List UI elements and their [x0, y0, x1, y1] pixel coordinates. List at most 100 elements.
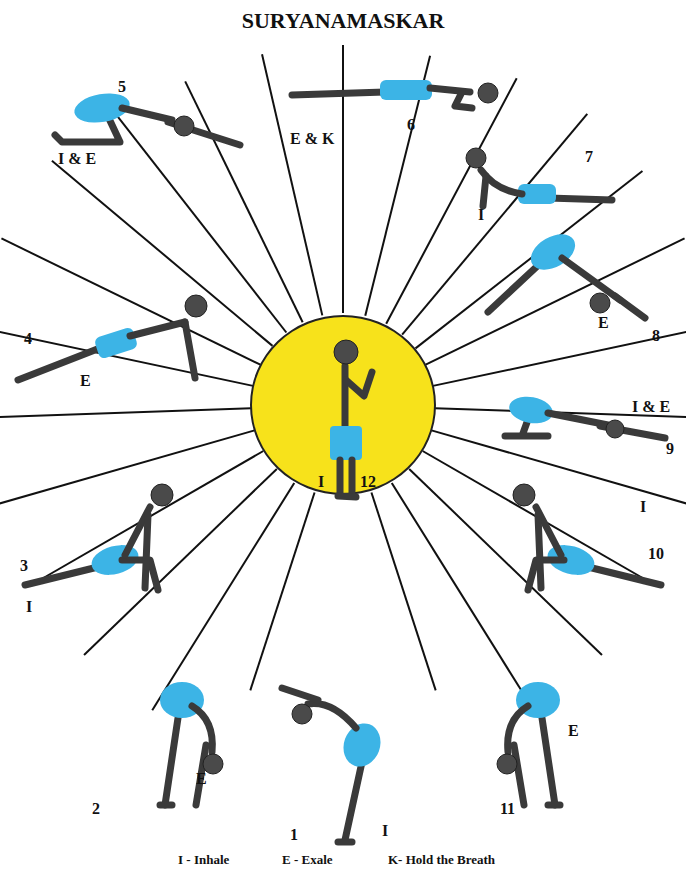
- legend-key: I - Inhale: [178, 852, 229, 868]
- ray-group-part: [1, 238, 260, 364]
- callout-number: 3: [20, 557, 28, 575]
- pose-figure: [18, 295, 207, 380]
- pose-figure-part: [192, 706, 212, 752]
- pose-figure-part: [584, 566, 661, 585]
- ray-group-part: [431, 430, 686, 504]
- diagram-title: SURYANAMASKAR: [0, 8, 686, 34]
- pose-figure-part: [338, 839, 352, 846]
- pose-figure-part: [615, 296, 645, 318]
- ray-group-part: [402, 114, 587, 335]
- pose-figure-part: [518, 184, 556, 204]
- legend-key: K- Hold the Breath: [388, 852, 495, 868]
- pose-figure-part: [122, 560, 158, 590]
- pose-figure-part: [514, 745, 524, 805]
- pose-figure-part: [483, 176, 486, 206]
- ray-group-part: [409, 469, 602, 655]
- ray-group-part: [31, 451, 263, 585]
- callout-number: 7: [585, 148, 593, 166]
- ray-group-part: [250, 492, 314, 690]
- pose-figure: [513, 484, 661, 590]
- pose-figure-part: [196, 745, 206, 805]
- pose-figure-part: [292, 92, 385, 95]
- callout-number: 8: [652, 327, 660, 345]
- pose-figure-part: [282, 688, 318, 700]
- breath-mark: I & E: [632, 398, 670, 416]
- pose-figure-part: [548, 802, 560, 809]
- ray-group-part: [115, 113, 286, 332]
- callout-number: 11: [500, 800, 515, 818]
- pose-figure-part: [55, 110, 120, 142]
- pose-figure-part: [606, 420, 624, 438]
- pose-figure-part: [562, 258, 620, 300]
- pose-figure-part: [513, 484, 535, 506]
- ray-group-part: [392, 483, 534, 710]
- ray-group-part: [365, 56, 430, 316]
- callout-number: 10: [648, 545, 664, 563]
- pose-figure-part: [292, 704, 312, 724]
- pose-figure-part: [538, 515, 541, 588]
- pose-figure-part: [507, 393, 555, 426]
- callout-number: 9: [666, 440, 674, 458]
- pose-figure-part: [516, 682, 560, 718]
- pose-figure-part: [160, 682, 204, 718]
- pose-figure-part: [481, 170, 522, 194]
- pose-figure-part: [25, 566, 102, 585]
- pose-figure-part: [185, 322, 195, 378]
- pose-figure-part: [544, 540, 598, 579]
- pose-figure-part: [125, 507, 150, 555]
- pose-figure-part: [505, 414, 548, 436]
- pose-figure: [488, 227, 645, 318]
- breath-mark: E: [196, 770, 207, 788]
- ray-group-part: [152, 483, 294, 710]
- pose-figure-part: [488, 258, 546, 312]
- pose-figure: [292, 80, 498, 108]
- pose-figure-part: [536, 507, 561, 555]
- ray-group-part: [0, 330, 253, 386]
- ray-group-part: [262, 54, 322, 315]
- pose-figure-part: [338, 496, 356, 497]
- ray-group-part: [185, 81, 302, 322]
- pose-figure-part: [497, 754, 517, 774]
- pose-figure-part: [94, 326, 139, 359]
- callout-number: 1: [290, 826, 298, 844]
- breath-mark: I: [382, 822, 388, 840]
- breath-mark: E: [568, 722, 579, 740]
- ray-group-part: [342, 45, 344, 313]
- pose-figure-part: [145, 515, 148, 588]
- breath-mark: I: [640, 498, 646, 516]
- ray-group-part: [371, 492, 435, 690]
- pose-figure: [466, 148, 612, 206]
- pose-figure-part: [548, 198, 612, 200]
- ray-group-part: [426, 238, 685, 364]
- pose-figure-part: [338, 718, 387, 772]
- ray-group-part: [386, 78, 517, 323]
- pose-figure-part: [168, 122, 240, 145]
- ray-group-part: [0, 408, 251, 417]
- callout-number: 2: [92, 800, 100, 818]
- ray-group-part: [415, 171, 642, 348]
- breath-mark: I: [26, 598, 32, 616]
- breath-step-label: I: [318, 473, 324, 491]
- pose-figure-part: [455, 92, 472, 108]
- pose-figure-part: [130, 322, 185, 336]
- pose-figure-part: [174, 116, 194, 136]
- ray-group: [0, 45, 686, 710]
- pose-figure-part: [345, 762, 362, 840]
- callout-number: 5: [118, 78, 126, 96]
- ray-group-part: [84, 469, 277, 655]
- pose-figure-part: [185, 295, 207, 317]
- pose-figure: [282, 688, 386, 842]
- breath-mark: E: [598, 314, 609, 332]
- pose-figure-part: [151, 484, 173, 506]
- pose-figure: [160, 682, 223, 805]
- pose-figure-part: [430, 88, 470, 92]
- callout-number: 4: [24, 330, 32, 348]
- pose-figure-part: [600, 426, 665, 438]
- legend-key: E - Exale: [282, 852, 333, 868]
- pose-figure: [25, 484, 173, 590]
- breath-mark: E & K: [290, 130, 334, 148]
- pose-figure-part: [88, 540, 142, 579]
- pose-figure: [55, 89, 240, 145]
- pose-figure: [497, 682, 560, 805]
